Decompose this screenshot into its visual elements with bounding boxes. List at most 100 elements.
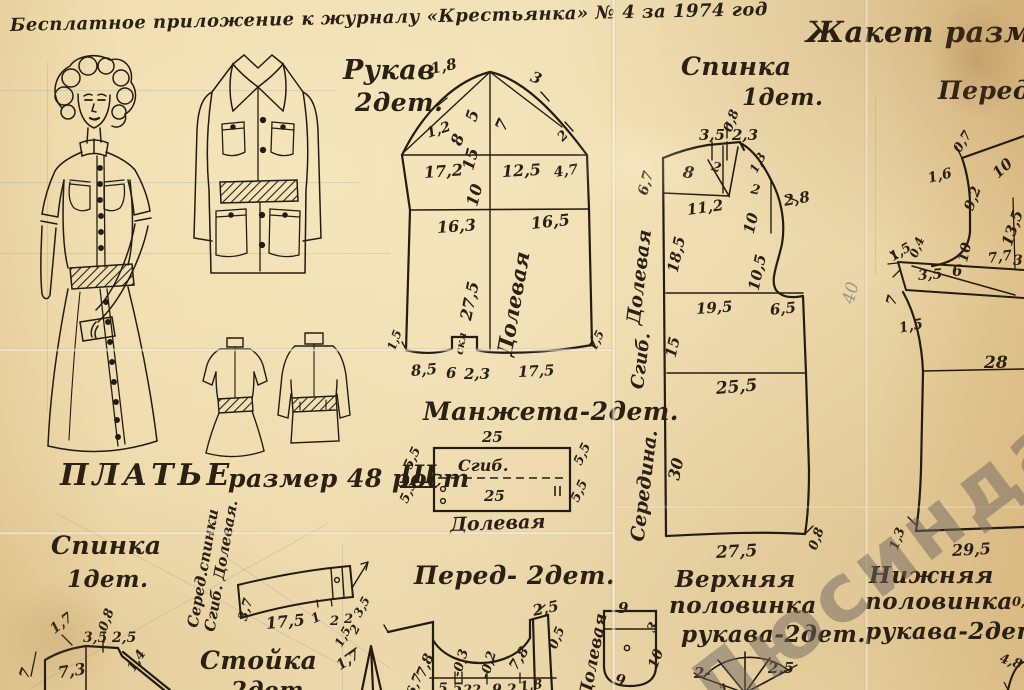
measurement-label: 30 <box>664 456 688 482</box>
sleeve-cap-diagram <box>693 651 798 690</box>
sleeve-title: Рукав <box>343 55 436 86</box>
measurement-label: 9 <box>618 599 629 617</box>
measurement-label: Сгиб. <box>627 331 655 391</box>
jacket-back-view-illustration <box>277 332 351 444</box>
measurement-label: 3,5 <box>83 630 108 646</box>
measurement-label: 10 <box>739 210 763 236</box>
cuff-title: Манжета-2дет. <box>423 397 680 426</box>
jacket-front-title: Перед <box>938 76 1024 105</box>
measurement-label: рукава-2дет. <box>865 618 1024 645</box>
measurement-label: 7,8 <box>506 644 533 674</box>
measurement-label: 2,5 <box>768 659 795 677</box>
measurement-label: 18,5 <box>663 234 689 275</box>
measurement-label: 27,5 <box>456 279 483 322</box>
measurement-label: размер 48 рост <box>228 464 470 493</box>
corner-piece-pattern <box>1003 661 1024 690</box>
measurement-label: 0,8 <box>95 606 118 634</box>
measurement-label: 10 <box>462 181 487 209</box>
measurement-label: 1дет. <box>742 84 824 111</box>
measurement-label: 3 <box>527 67 545 89</box>
measurement-label: 15 <box>661 335 684 360</box>
measurement-label: 9,2 <box>961 184 985 213</box>
measurement-label: 0,5 <box>546 624 569 652</box>
measurement-label: 2 <box>554 127 572 145</box>
measurement-label: 1,6 <box>926 165 954 187</box>
measurement-label: 4,8 <box>997 651 1024 673</box>
measurement-label: половинка <box>669 592 817 619</box>
measurement-label: 3 <box>1013 253 1023 269</box>
measurement-label: 8,5 <box>410 359 438 380</box>
measurement-label: 13,5 <box>998 207 1024 249</box>
upper-sleeve-title: Верхняя <box>675 566 796 593</box>
measurement-label: 29,5 <box>951 538 992 560</box>
measurement-label: 4,7 <box>552 161 580 181</box>
jacket-title: Жакет размер 48 <box>806 15 1024 49</box>
dress-back-pattern <box>30 631 172 690</box>
measurement-label: 2дет. <box>231 679 312 690</box>
measurement-label: 1,3 <box>746 150 769 176</box>
measurement-label: 3 <box>644 619 662 636</box>
measurement-label: 0,7 <box>950 128 976 156</box>
measurement-label: 2дет. <box>355 88 444 117</box>
measurement-label: 1,7 <box>47 609 77 638</box>
measurement-label: 19,5 <box>695 297 734 318</box>
measurement-label: 25 <box>482 428 503 446</box>
dress-front-title: Перед- 2дет. <box>414 561 616 590</box>
measurement-label: 3,5 <box>350 594 373 620</box>
measurement-label: 2,5 <box>112 630 137 646</box>
measurement-label: 2- <box>694 664 711 682</box>
cuff-pattern <box>432 446 572 513</box>
measurement-label: Долевая <box>449 510 546 536</box>
measurement-label: 1,5 <box>585 328 608 353</box>
measurement-label: 5 <box>716 680 729 690</box>
measurement-label: Долевая <box>575 611 612 690</box>
measurement-label: 2 <box>709 159 723 177</box>
measurement-label: -0,3 <box>449 647 472 679</box>
jacket-back-title: Спинка <box>681 52 792 81</box>
measurement-label: 5 <box>461 107 484 124</box>
measurement-label: 9,2 <box>492 682 517 690</box>
jacket-back-pattern <box>661 121 814 538</box>
measurement-label: 1 <box>308 609 324 628</box>
measurement-label: 3,7 <box>235 596 257 623</box>
sleeve-pattern <box>400 70 596 355</box>
measurement-label: скл <box>452 331 470 356</box>
lower-sleeve-title: Нижняя <box>869 562 994 589</box>
measurement-label: Середина. <box>626 428 663 543</box>
measurement-label: 17,5 <box>517 361 555 381</box>
measurement-label: 25,5 <box>715 375 759 399</box>
measurement-label: Долевая <box>622 228 657 326</box>
measurement-label: 16,5 <box>529 209 571 233</box>
measurement-label: 25 <box>484 487 505 505</box>
measurement-label: 7 <box>883 293 902 308</box>
measurement-label: 15 <box>458 145 483 173</box>
measurement-label: 2 <box>472 684 481 690</box>
measurement-label: 9 <box>613 670 628 690</box>
measurement-label: 1,4 <box>124 647 150 675</box>
dress-title: ПЛАТЬЕ <box>60 458 234 493</box>
measurement-label: 10 <box>645 646 668 671</box>
measurement-label: 10 <box>955 241 976 264</box>
measurement-label: 12,5 <box>501 159 542 181</box>
dress-front-pattern <box>344 604 557 690</box>
measurement-label: 6 <box>951 261 964 280</box>
measurement-label: 1,8 <box>518 676 544 690</box>
measurement-label: 1,5 <box>384 327 405 353</box>
measurement-label: 2 <box>344 612 354 627</box>
jacket-illustration <box>193 54 322 274</box>
measurement-label: 2,5 <box>531 596 561 620</box>
measurement-label: 1дет. <box>67 566 149 593</box>
measurement-label: 2 <box>749 182 762 199</box>
measurement-label: 5,5 <box>438 681 463 690</box>
measurement-label: 1,3 <box>886 525 909 553</box>
measurement-label: III <box>400 460 437 489</box>
measurement-label: -0,2 <box>477 649 500 681</box>
measurement-label: 7,3 <box>56 659 87 682</box>
measurement-label: 7 <box>490 115 513 134</box>
header-title: Бесплатное приложение к журналу «Крестья… <box>9 0 769 36</box>
measurement-label: 5,5 <box>568 477 592 505</box>
woman-illustration <box>40 54 158 453</box>
measurement-label: 10 <box>988 154 1017 182</box>
